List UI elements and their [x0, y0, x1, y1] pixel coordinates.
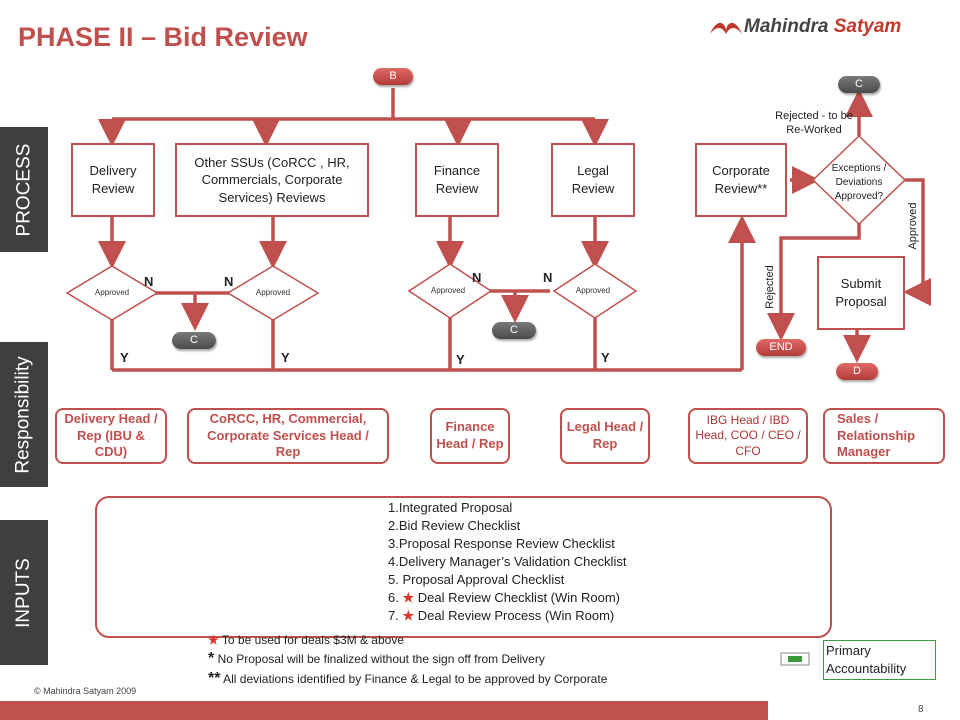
approved-label-other: Approved	[255, 288, 291, 297]
finance-review-box: Finance Review	[415, 143, 499, 217]
connector-b: B	[373, 68, 413, 85]
y-label-1: Y	[120, 350, 129, 365]
decision-exceptions	[811, 134, 907, 226]
exceptions-label: Exceptions / Deviations Approved?	[831, 163, 887, 202]
approved-label-finance: Approved	[430, 286, 466, 295]
red-star-icon: ★	[208, 633, 219, 647]
connector-d: D	[836, 363, 878, 380]
approved-label-delivery: Approved	[94, 288, 130, 297]
sidebar-responsibility: Responsibility	[0, 342, 48, 487]
input-item-4: 4.Delivery Manager’s Validation Checklis…	[388, 554, 627, 569]
y-label-2: Y	[281, 350, 290, 365]
input-item-6: 6. ★ Deal Review Checklist (Win Room)	[388, 590, 621, 605]
page-title: PHASE II – Bid Review	[18, 22, 308, 52]
submit-proposal-box: Submit Proposal	[817, 256, 905, 330]
note-single: * No Proposal will be finalized without …	[208, 650, 545, 667]
n-label-1: N	[144, 274, 154, 289]
connector-c-top: C	[838, 76, 880, 93]
decision-delivery	[65, 265, 159, 321]
resp-sales: Sales / Relationship Manager	[823, 408, 945, 464]
mahindra-rise-logo-icon	[710, 22, 742, 34]
y-label-3: Y	[456, 352, 465, 367]
red-star-icon: ★	[398, 608, 418, 623]
n-label-2: N	[224, 274, 234, 289]
decision-legal	[552, 263, 638, 319]
decision-finance	[407, 263, 493, 319]
rejected-label: Rejected	[764, 265, 776, 309]
sidebar-inputs: INPUTS	[0, 520, 48, 665]
resp-delivery: Delivery Head / Rep (IBU & CDU)	[55, 408, 167, 464]
red-star-icon: ★	[398, 590, 418, 605]
delivery-review-box: Delivery Review	[71, 143, 155, 217]
note-double: ** All deviations identified by Finance …	[208, 670, 608, 687]
decision-other	[226, 265, 320, 321]
legal-review-box: Legal Review	[551, 143, 635, 217]
input-item-1: 1.Integrated Proposal	[388, 500, 513, 515]
note-star: ★ To be used for deals $3M & above	[208, 633, 405, 647]
connector-c-left: C	[172, 332, 216, 349]
approved-side-label: Approved	[907, 202, 919, 250]
footer-bar	[0, 701, 768, 720]
input-item-7: 7. ★ Deal Review Process (Win Room)	[388, 608, 615, 623]
connector-end: END	[756, 339, 806, 356]
rejected-rework-label: Rejected - to be Re-Worked	[775, 110, 853, 136]
approved-label-legal: Approved	[575, 286, 611, 295]
connector-c-mid: C	[492, 322, 536, 339]
input-item-5: 5. Proposal Approval Checklist	[388, 572, 565, 587]
resp-legal: Legal Head / Rep	[560, 408, 650, 464]
brand-name: Mahindra Satyam	[744, 16, 902, 37]
copyright: © Mahindra Satyam 2009	[34, 686, 137, 696]
n-label-3: N	[472, 270, 482, 285]
inputs-container	[95, 496, 832, 638]
brand-logo: Mahindra Satyam	[708, 14, 901, 40]
input-item-3: 3.Proposal Response Review Checklist	[388, 536, 615, 551]
resp-finance: Finance Head / Rep	[430, 408, 510, 464]
sidebar-process: PROCESS	[0, 127, 48, 252]
n-label-4: N	[543, 270, 553, 285]
input-item-2: 2.Bid Review Checklist	[388, 518, 521, 533]
y-label-4: Y	[601, 350, 610, 365]
resp-ibg: IBG Head / IBD Head, COO / CEO / CFO	[688, 408, 808, 464]
legend-primary-accountability: Primary Accountability	[823, 640, 936, 680]
page-number: 8	[918, 704, 924, 715]
corporate-review-box: Corporate Review**	[695, 143, 787, 217]
legend-swatch-icon	[780, 652, 810, 666]
other-ssus-review-box: Other SSUs (CoRCC , HR, Commercials, Cor…	[175, 143, 369, 217]
resp-corcc: CoRCC, HR, Commercial, Corporate Service…	[187, 408, 389, 464]
inputs-list: 1.Integrated Proposal 2.Bid Review Check…	[388, 499, 626, 625]
